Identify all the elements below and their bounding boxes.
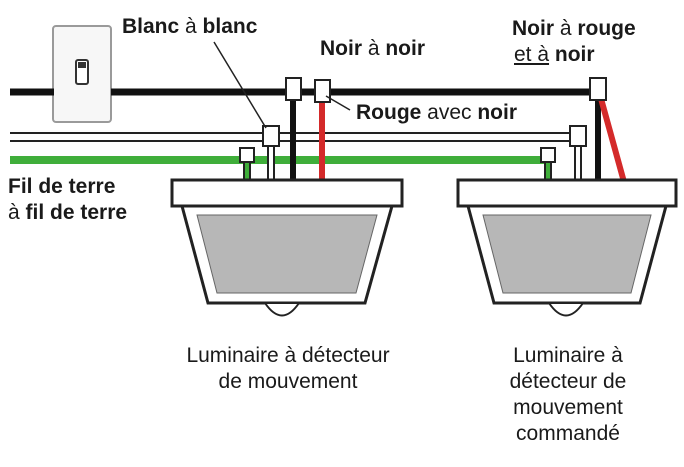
fixture-1-connections — [239, 77, 331, 182]
fixture-1-lens — [196, 214, 378, 294]
fixture-2 — [456, 178, 678, 317]
wire-nut-red-1 — [314, 79, 331, 103]
wire-nut-white-1 — [262, 125, 280, 147]
caption-fixture-2: Luminaire à détecteur de mouvement comma… — [509, 344, 627, 445]
leader-white-to-white — [213, 41, 267, 129]
fixture-1 — [170, 178, 404, 317]
label-red-with-black: Rouge avec noir — [356, 101, 518, 124]
wire-nut-ground-2 — [540, 147, 556, 163]
fixture-2-lens — [482, 214, 652, 294]
leader-red-with-black — [325, 95, 351, 111]
fixture-1-sensor — [263, 302, 301, 317]
fixture-2-connections — [540, 77, 627, 183]
caption-fixture-1: Luminaire à détecteur de mouvement — [186, 344, 390, 393]
label-black-to-red: Noir à rouge et à noir — [512, 17, 636, 66]
fixture-2-base — [456, 178, 678, 208]
fixture-2-sensor — [547, 302, 585, 317]
label-black-to-black: Noir à noir — [320, 37, 426, 60]
label-ground-to-ground: Fil de terre à fil de terre — [8, 175, 128, 224]
switch-toggle-tip — [78, 62, 86, 68]
wall-switch — [52, 25, 112, 123]
wire-nut-ground-1 — [239, 147, 255, 163]
wire-nut-black-red-2 — [589, 77, 607, 101]
label-white-to-white: Blanc à blanc — [122, 15, 258, 38]
wire-nut-white-2 — [569, 125, 587, 147]
wire-nut-black-1 — [285, 77, 302, 101]
fixture-1-base — [170, 178, 404, 208]
